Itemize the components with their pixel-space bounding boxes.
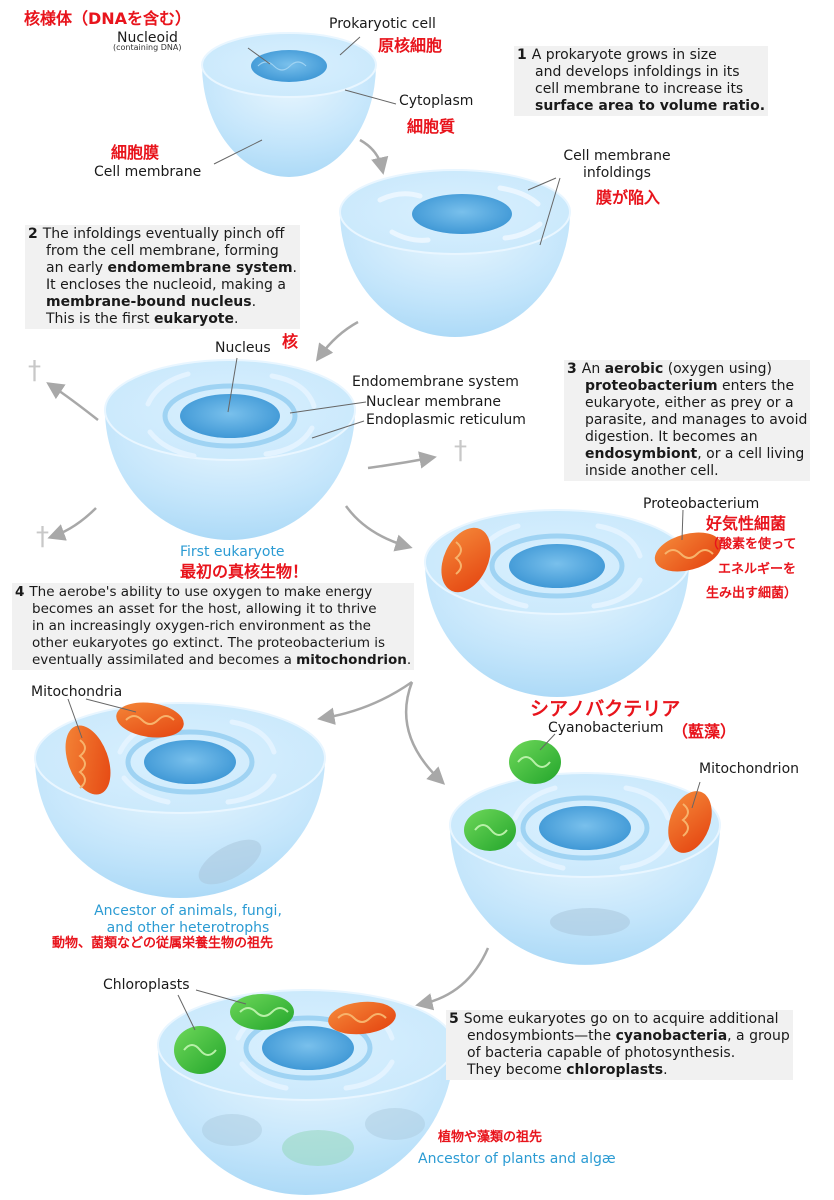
plant-ancestor-cell: [157, 989, 455, 1195]
mitochondrion-shape: [668, 791, 712, 853]
cytoplasm-label: Cytoplasm: [399, 93, 474, 109]
mitochondrion-shape: [65, 725, 111, 795]
jp-cell-membrane-label: 細胞膜: [111, 143, 160, 162]
nuclear-membrane-ring: [162, 383, 298, 449]
mitochondria-label: Mitochondria: [31, 684, 123, 700]
dagger-icon: †: [454, 436, 467, 466]
proteobacterium-inside: [441, 527, 491, 593]
jp-nucleus-label: 核: [282, 332, 299, 351]
jp-ancestor-animals-caption: 動物、菌類などの従属栄養生物の祖先: [52, 936, 274, 951]
infoldings-label: Cell membrane infoldings: [563, 148, 671, 181]
jp-nucleoid-label: 核様体（DNAを含む）: [24, 9, 192, 28]
endoplasmic-reticulum-label: Endoplasmic reticulum: [366, 412, 526, 428]
jp-cyanobacteria-label: シアノバクテリア: [530, 698, 681, 720]
cell-membrane-label: Cell membrane: [94, 164, 202, 180]
endomembrane-system-label: Endomembrane system: [352, 374, 519, 390]
first-eukaryote-cell: [104, 359, 356, 540]
chloroplasts-label: Chloroplasts: [103, 977, 190, 993]
proteobacterium-entering: [654, 532, 722, 572]
dagger-icon: †: [28, 356, 41, 386]
endosymbiosis-cell: [424, 509, 722, 697]
nucleoid-blob: [251, 50, 327, 82]
jp-aerobic-bacteria-label: 好気性細菌: [706, 514, 787, 533]
nucleoid-label: Nucleoid: [117, 30, 178, 46]
jp-aerobic-desc-2: エネルギーを: [718, 562, 797, 577]
jp-cytoplasm-label: 細胞質: [407, 117, 456, 136]
containing-dna-label: (containing DNA): [113, 43, 182, 52]
nucleus-blob: [180, 394, 280, 438]
jp-aerobic-desc-3: 生み出す細菌）: [706, 586, 798, 601]
proteobacterium-label: Proteobacterium: [643, 496, 760, 512]
prokaryote-cell: [201, 32, 377, 177]
mitochondrion-label: Mitochondrion: [699, 761, 800, 777]
mitochondrion-shape: [328, 1001, 396, 1035]
jp-blue-green-algae-label: （藍藻）: [672, 722, 737, 741]
dagger-icon: †: [36, 522, 49, 552]
jp-aerobic-desc-1: （酸素を使って: [706, 537, 797, 552]
nuclear-membrane-label: Nuclear membrane: [366, 394, 501, 410]
jp-prokaryote-label: 原核細胞: [378, 36, 443, 55]
jp-infoldings-label: 膜が陥入: [596, 188, 661, 207]
ancestor-plants-caption: Ancestor of plants and algæ: [418, 1151, 616, 1167]
chloroplast-shape: [230, 994, 294, 1030]
first-eukaryote-caption: First eukaryote: [180, 544, 285, 560]
cyanobacterium-cell: [449, 740, 721, 965]
prokaryotic-cell-label: Prokaryotic cell: [329, 16, 436, 32]
flow-arrows: [46, 138, 490, 1011]
nucleus-label: Nucleus: [215, 340, 271, 356]
cyanobacterium-label: Cyanobacterium: [548, 720, 664, 736]
animal-ancestor-cell: [34, 702, 326, 898]
jp-first-eukaryote-caption: 最初の真核生物！: [180, 562, 309, 581]
jp-ancestor-plants-caption: 植物や藻類の祖先: [438, 1130, 543, 1145]
infolding-cell: [339, 169, 571, 337]
leader-lines: [67, 36, 701, 1031]
ancestor-animals-caption: Ancestor of animals, fungi, and other he…: [94, 903, 282, 936]
